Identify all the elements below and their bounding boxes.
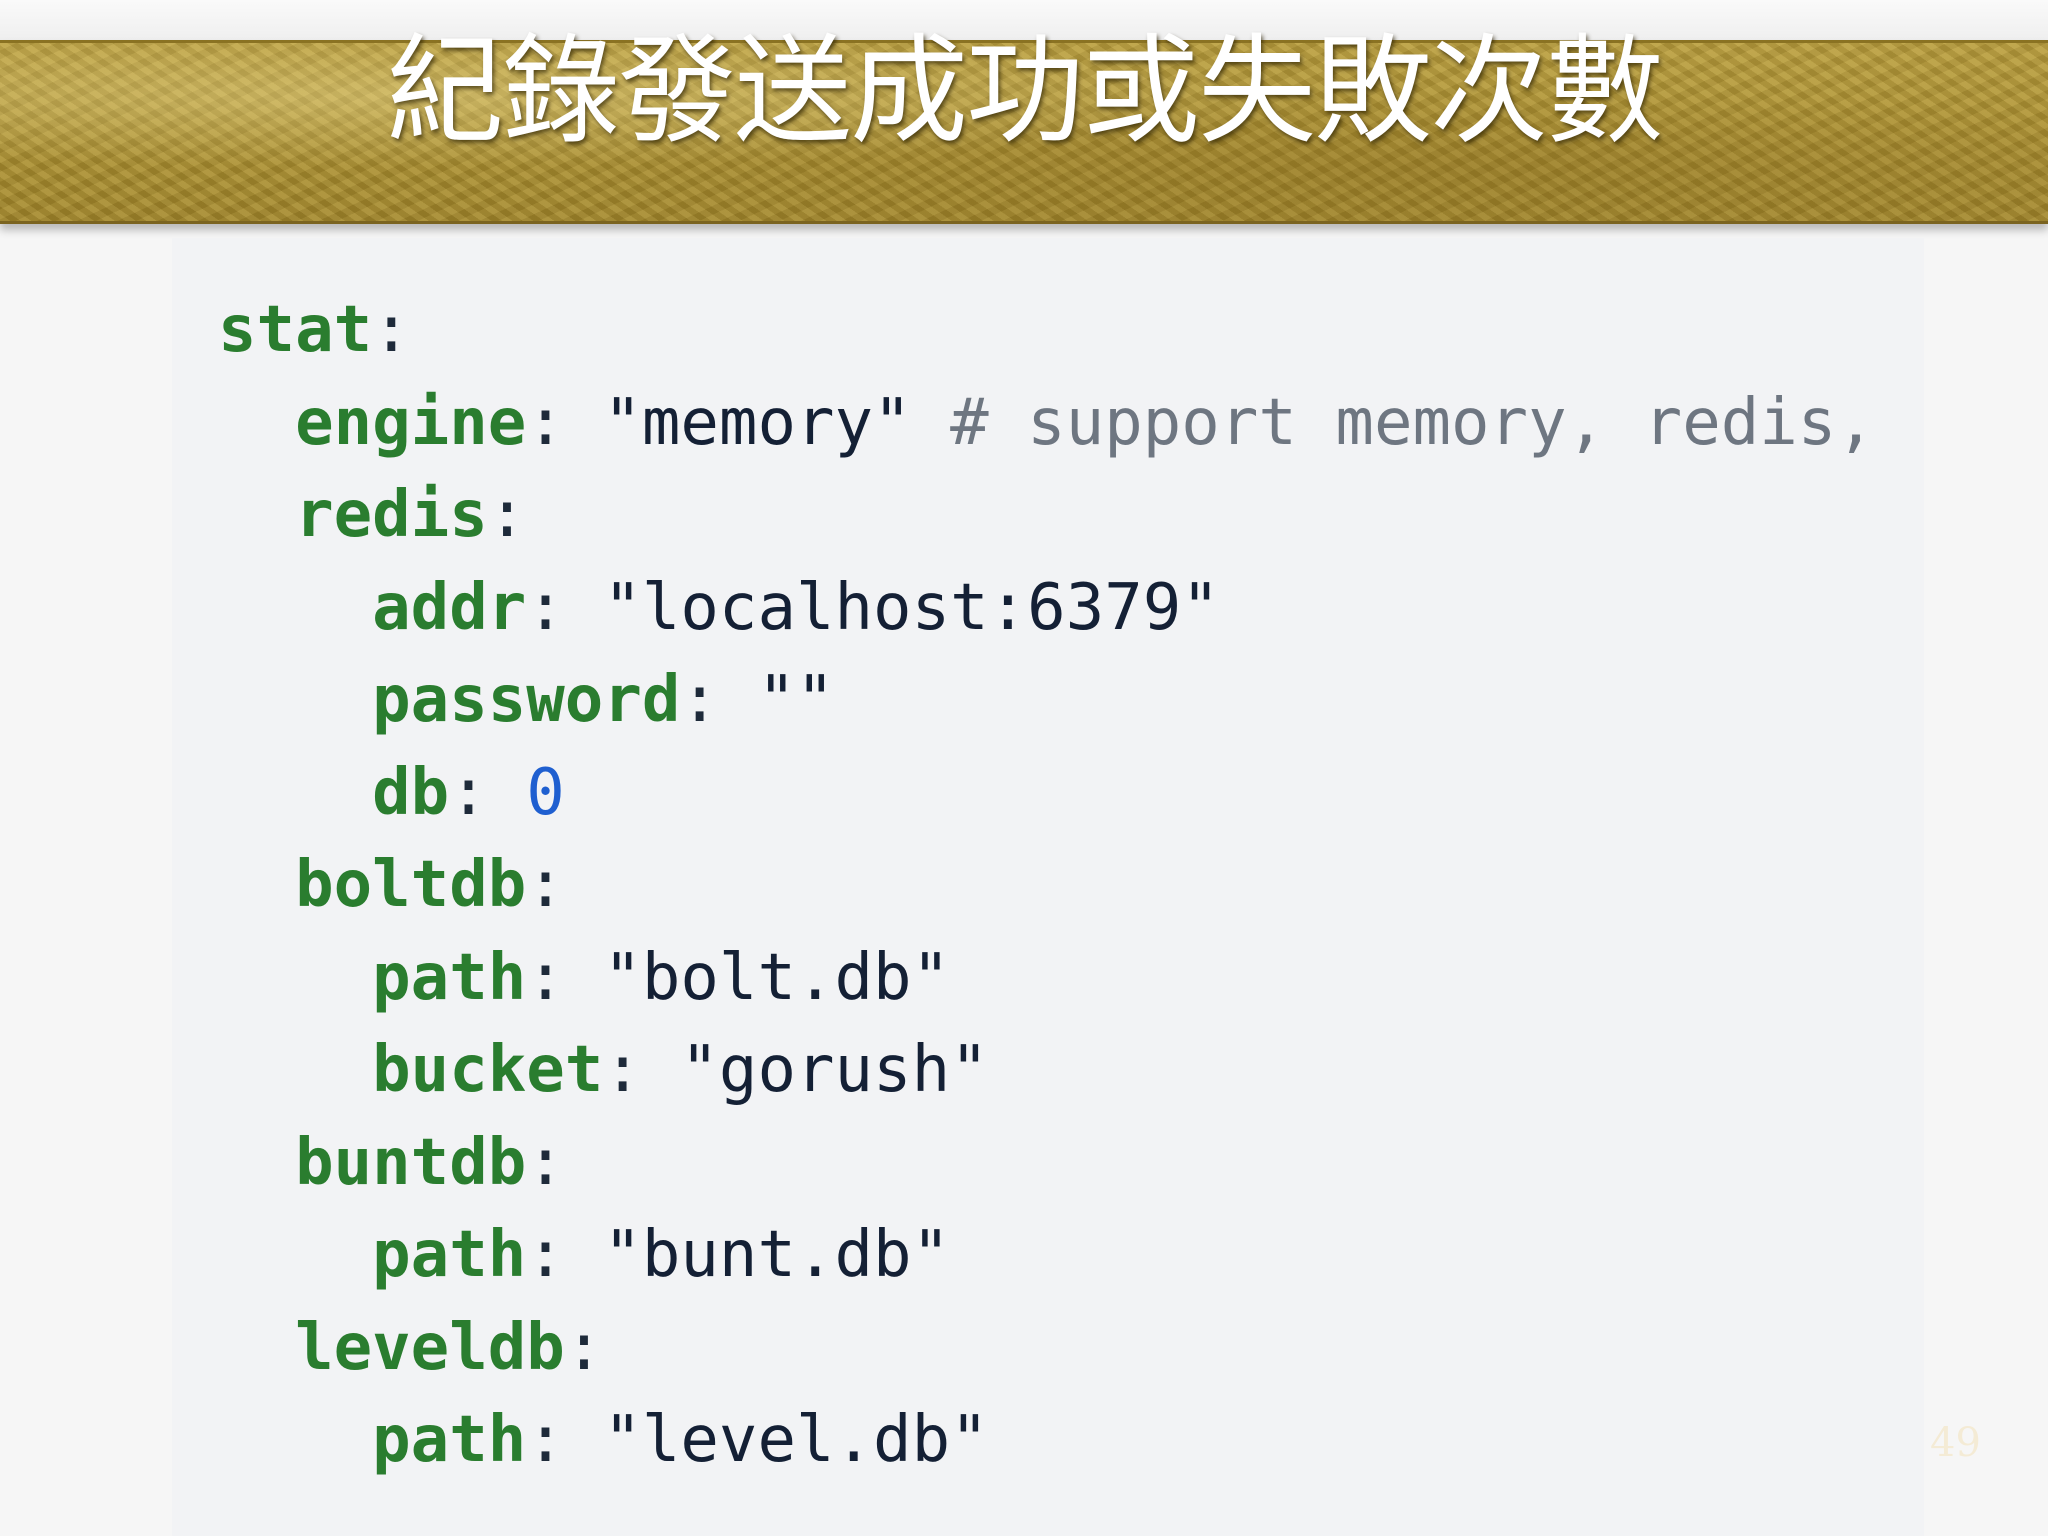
yaml-separator: : xyxy=(526,385,604,460)
yaml-separator: : xyxy=(680,663,758,737)
top-strip xyxy=(0,0,2048,40)
code-line: buntdb: xyxy=(218,1117,1875,1210)
yaml-key: path xyxy=(372,940,527,1015)
yaml-string-value: "" xyxy=(757,663,835,737)
code-indent xyxy=(218,663,372,737)
code-indent xyxy=(218,941,372,1015)
code-line: boltdb: xyxy=(218,839,1875,932)
code-indent xyxy=(218,571,372,645)
title-band xyxy=(0,40,2048,224)
yaml-separator: : xyxy=(372,293,411,367)
code-line: bucket: "gorush" xyxy=(218,1024,1875,1117)
code-line: engine: "memory" # support memory, redis… xyxy=(218,377,1875,470)
yaml-key: boltdb xyxy=(295,848,527,922)
yaml-code-block: stat: engine: "memory" # support memory,… xyxy=(218,284,1875,1487)
yaml-key: leveldb xyxy=(295,1310,565,1385)
yaml-separator: : xyxy=(449,755,527,830)
yaml-key: path xyxy=(372,1403,527,1477)
code-line: path: "level.db" xyxy=(218,1394,1875,1487)
yaml-string-value: "localhost:6379" xyxy=(603,570,1220,645)
yaml-comment: # support memory, redis, xyxy=(911,385,1875,460)
code-indent xyxy=(218,1311,295,1385)
yaml-separator: : xyxy=(487,478,527,552)
yaml-string-value: "memory" xyxy=(603,385,912,460)
code-indent xyxy=(218,1218,372,1292)
code-indent xyxy=(218,1033,372,1107)
code-line: db: 0 xyxy=(218,747,1875,840)
yaml-number-value: 0 xyxy=(526,755,565,830)
yaml-key: db xyxy=(372,755,450,830)
yaml-separator: : xyxy=(526,1403,604,1477)
code-line: redis: xyxy=(218,469,1875,562)
page-number: 49 xyxy=(1930,1420,1981,1466)
yaml-key: stat xyxy=(218,293,373,367)
slide-title: 紀錄發送成功或失敗次數 xyxy=(385,22,1664,160)
yaml-key: password xyxy=(372,663,681,737)
yaml-separator: : xyxy=(526,570,604,645)
yaml-separator: : xyxy=(526,1218,604,1292)
code-line: path: "bolt.db" xyxy=(218,932,1875,1025)
code-line: addr: "localhost:6379" xyxy=(218,562,1875,655)
code-indent xyxy=(218,848,295,922)
yaml-key: buntdb xyxy=(295,1125,527,1200)
code-indent xyxy=(218,1403,372,1477)
yaml-separator: : xyxy=(526,1125,565,1200)
yaml-separator: : xyxy=(526,848,565,922)
code-indent xyxy=(218,1126,295,1200)
yaml-key: path xyxy=(372,1218,527,1292)
yaml-separator: : xyxy=(564,1310,604,1385)
yaml-key: redis xyxy=(295,478,488,552)
code-line: leveldb: xyxy=(218,1302,1875,1395)
yaml-key: bucket xyxy=(372,1033,604,1107)
yaml-key: engine xyxy=(295,385,527,460)
code-indent xyxy=(218,478,295,552)
code-panel xyxy=(172,238,1924,1536)
yaml-separator: : xyxy=(526,940,604,1015)
yaml-string-value: "bunt.db" xyxy=(603,1218,951,1292)
code-indent xyxy=(218,386,295,460)
yaml-string-value: "level.db" xyxy=(603,1403,989,1477)
yaml-separator: : xyxy=(603,1033,681,1107)
code-line: stat: xyxy=(218,284,1875,377)
yaml-string-value: "bolt.db" xyxy=(603,940,951,1015)
code-line: path: "bunt.db" xyxy=(218,1209,1875,1302)
code-line: password: "" xyxy=(218,654,1875,747)
yaml-key: addr xyxy=(372,570,527,645)
yaml-string-value: "gorush" xyxy=(680,1033,989,1107)
code-indent xyxy=(218,756,372,830)
